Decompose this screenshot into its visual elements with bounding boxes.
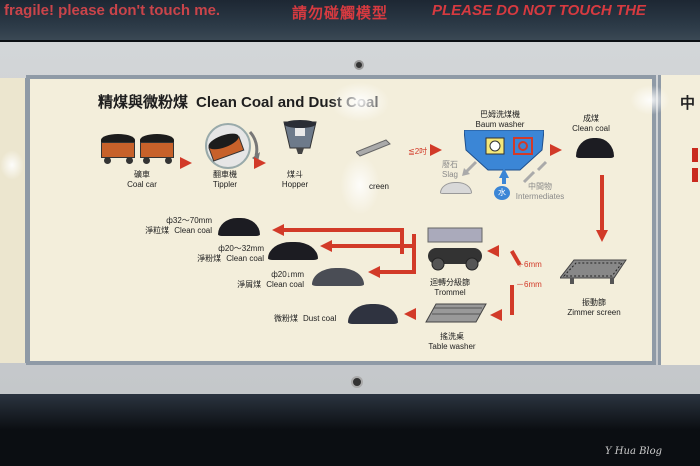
right-panel-marker: [692, 148, 698, 162]
glare: [630, 85, 670, 115]
left-panel-edge: [0, 78, 28, 363]
flow-arrow-left: [487, 245, 499, 257]
clean-coal-pile-icon: [312, 268, 364, 286]
right-panel-marker: [692, 168, 698, 182]
screen-icon: [356, 139, 391, 157]
arrow-slag-icon: [462, 160, 478, 176]
flow-arrow-left: [368, 266, 380, 278]
flow-line: [600, 175, 604, 231]
right-panel-title: 中: [680, 94, 696, 112]
right-panel: [658, 75, 700, 365]
banner-fragment-text: fragile! please don't touch me.: [4, 2, 221, 19]
plus6-label: ＋6mm: [516, 260, 542, 269]
clean-coal-pile-icon: [268, 242, 318, 260]
flow-arrow-down: [596, 230, 608, 242]
screen-label: creen: [368, 182, 389, 191]
banner-zh-text: 請勿碰觸模型: [292, 4, 389, 22]
glare: [330, 82, 390, 122]
table-washer-icon: [425, 303, 487, 323]
zimmer-screen-icon: [560, 259, 627, 284]
watermark: Y Hua Blog: [605, 446, 663, 457]
baum-washer-icon: [464, 130, 544, 171]
screw-icon: [354, 60, 364, 70]
screw-icon: [351, 376, 363, 388]
flow-arrow-left: [272, 224, 284, 236]
clean-coal-pile-icon: [576, 138, 614, 158]
dust-coal-pile-icon: [348, 304, 398, 324]
flow-line: [412, 234, 416, 274]
glare: [0, 150, 24, 180]
flow-arrow: [430, 144, 442, 156]
flow-arrow-left: [320, 240, 332, 252]
top-banner: fragile! please don't touch me. 請勿碰觸模型 P…: [0, 0, 700, 40]
flow-arrow-left: [404, 308, 416, 320]
clean-coal-pile-icon: [218, 218, 260, 236]
flow-line: [400, 228, 404, 254]
hopper-icon: [283, 120, 317, 154]
diagram-title-zh: 精煤與微粉煤: [98, 93, 189, 111]
size-le2-label: ≦2吋: [408, 147, 428, 156]
trommel-icon: [427, 227, 483, 271]
flow-arrow: [254, 157, 266, 169]
flow-arrow: [550, 144, 562, 156]
flow-line: [378, 270, 416, 274]
flow-line: [510, 285, 514, 315]
water-label: 水: [494, 186, 510, 200]
glare: [340, 155, 380, 215]
banner-en-text: PLEASE DO NOT TOUCH THE: [432, 2, 646, 19]
flow-arrow: [180, 157, 192, 169]
bottom-dark-area: [0, 394, 700, 466]
flow-line: [330, 244, 414, 248]
flow-line: [284, 228, 404, 232]
flow-arrow-left: [490, 309, 502, 321]
minus6-label: －6mm: [516, 280, 542, 289]
intermediates-arrows-icon: [522, 160, 548, 184]
diagram-panel: [26, 75, 656, 365]
